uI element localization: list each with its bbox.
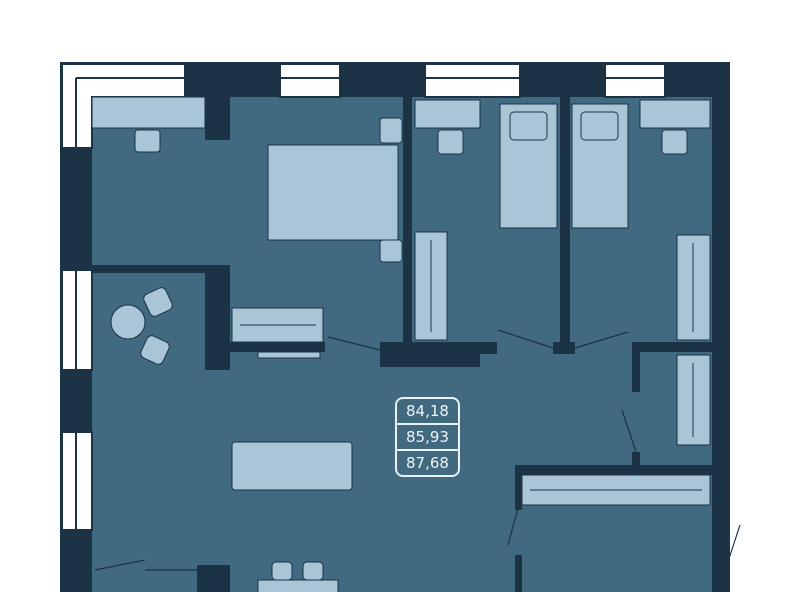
total-area: 84,18 <box>406 402 449 420</box>
pillow <box>509 111 548 141</box>
area-labels: 84,18 85,93 87,68 <box>395 397 460 477</box>
double-bed <box>267 144 399 241</box>
dining-chair <box>271 561 293 581</box>
armchair <box>140 335 170 365</box>
tv <box>257 351 321 359</box>
doors <box>94 329 741 581</box>
chair <box>437 129 464 155</box>
wardrobe-hangers <box>240 240 702 491</box>
chair <box>661 129 688 155</box>
desk <box>639 99 711 129</box>
chair <box>134 129 161 153</box>
area-with-balcony: 85,93 <box>397 423 458 449</box>
interior-walls <box>92 97 730 592</box>
nightstand <box>379 117 403 144</box>
dining-table <box>257 579 339 592</box>
sofa <box>231 441 353 491</box>
windows <box>61 63 666 531</box>
dining-chair <box>302 561 324 581</box>
coffee-table <box>110 304 146 340</box>
area-full: 87,68 <box>397 449 458 475</box>
nightstand <box>379 239 403 263</box>
armchair <box>143 287 173 317</box>
pillow <box>580 111 619 141</box>
desk <box>91 96 206 129</box>
desk <box>414 99 481 129</box>
